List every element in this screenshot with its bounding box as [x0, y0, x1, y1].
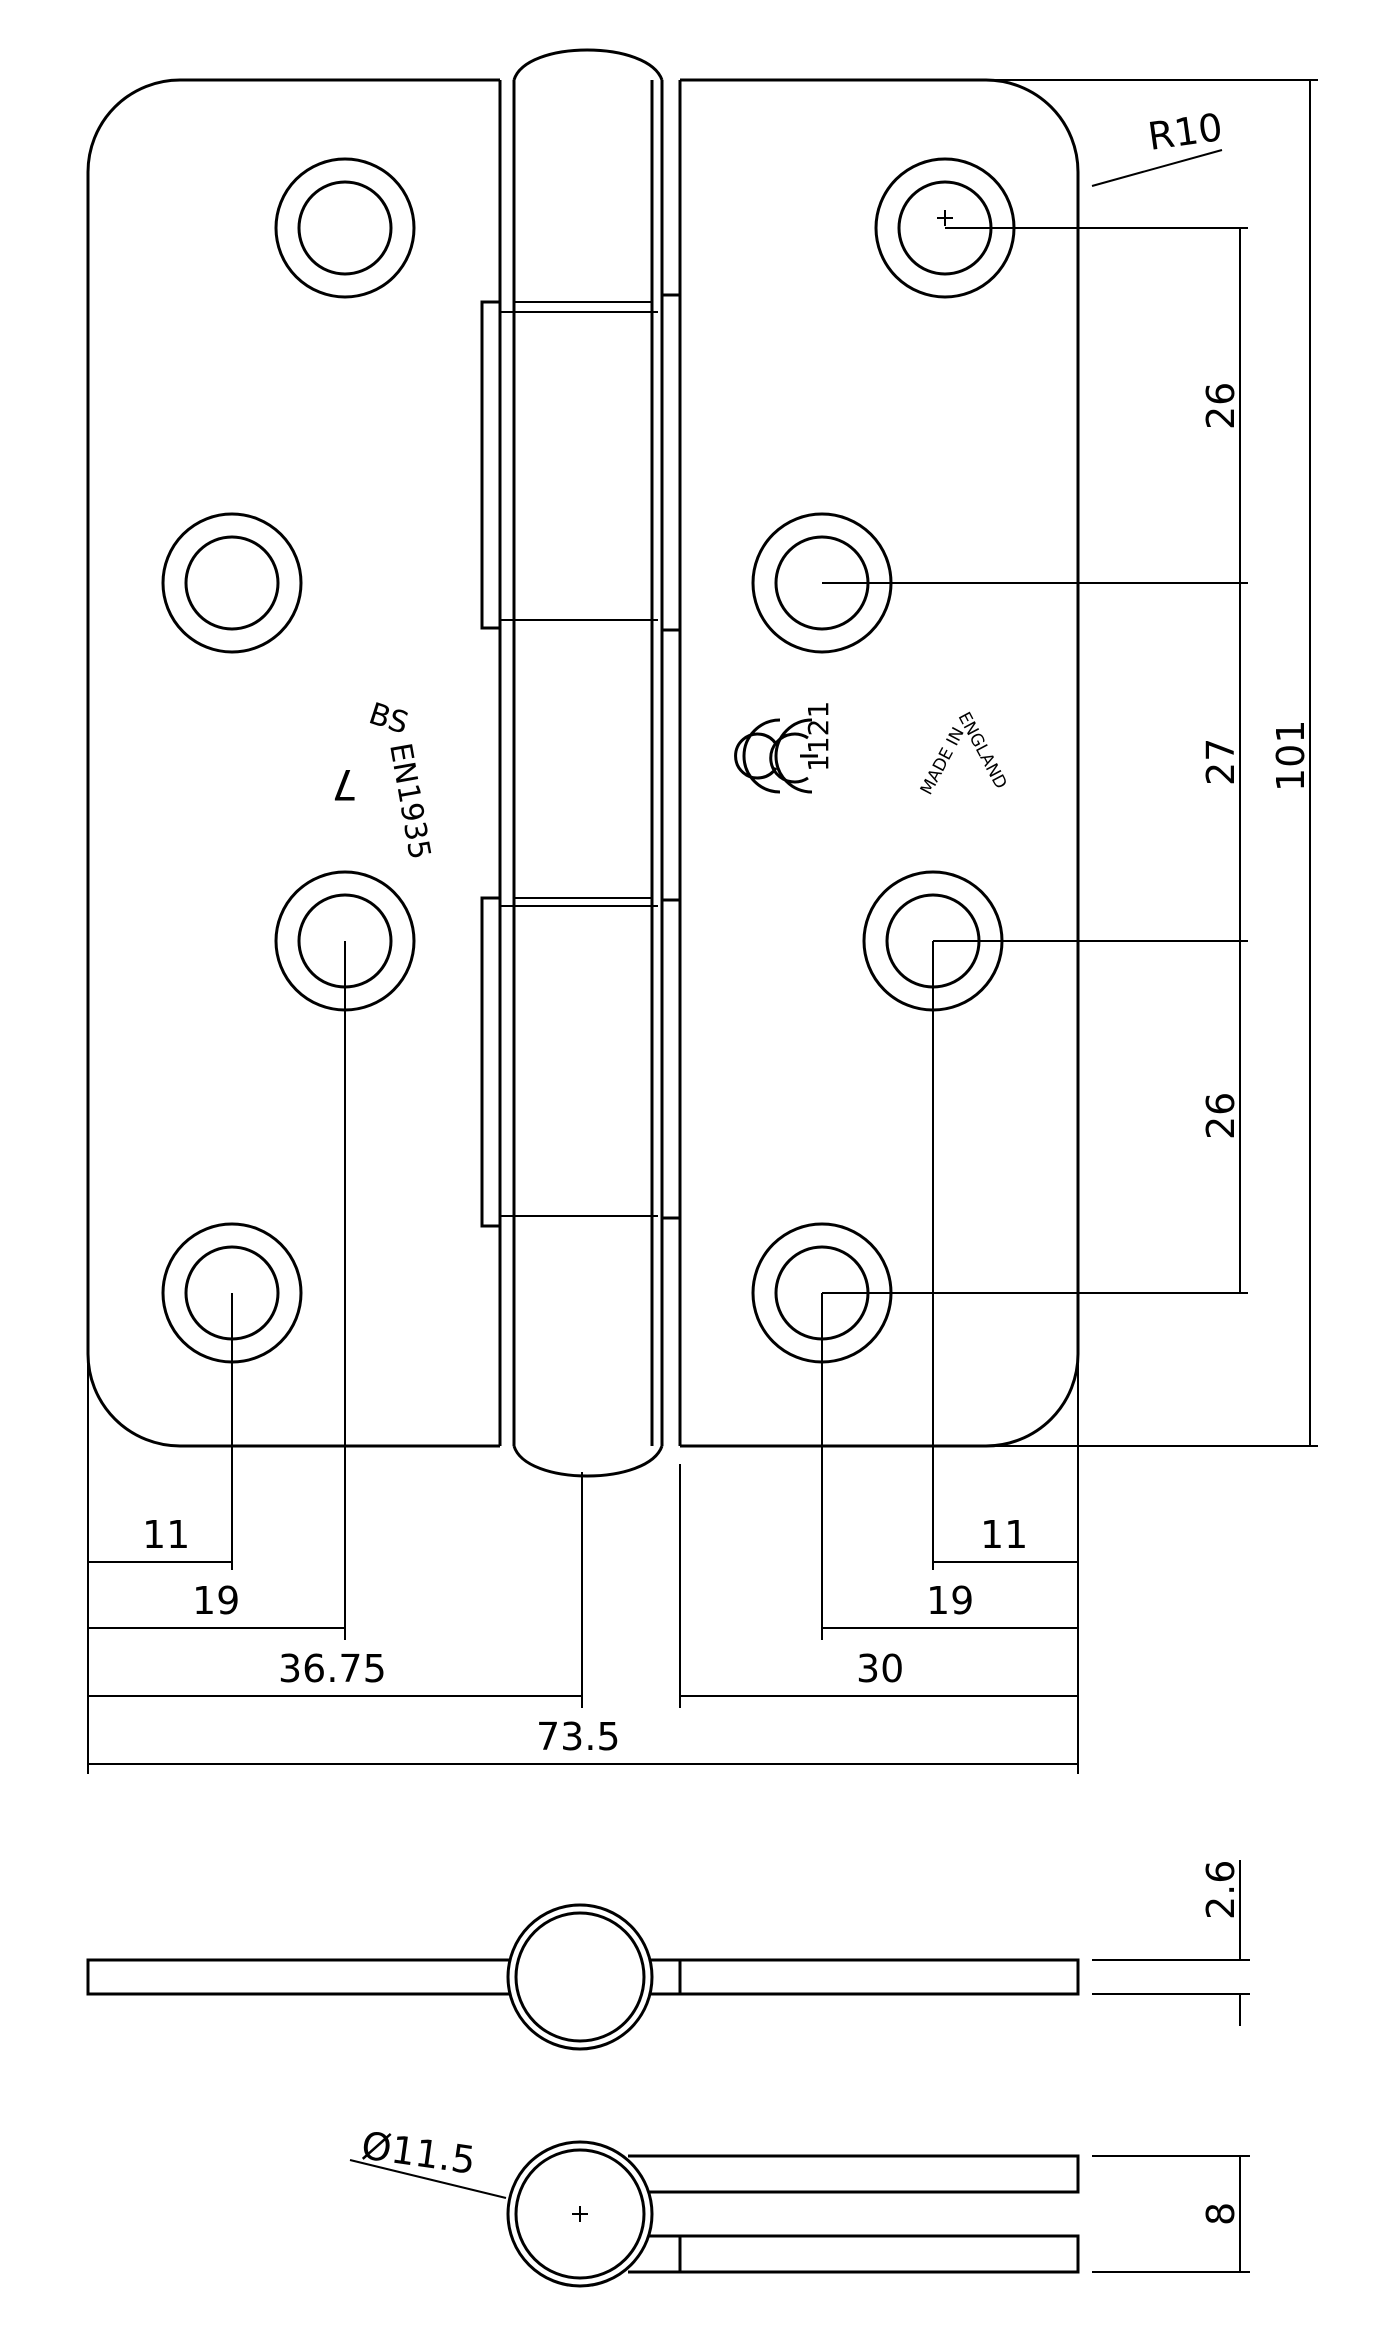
hole-left-2	[161, 512, 303, 654]
standard-stamp: BS EN1935 7	[331, 696, 437, 862]
dim-right-leaf-width: 30	[856, 1647, 904, 1691]
dim-left-outer-holes: 11	[142, 1513, 190, 1557]
dim-right-inner-holes: 19	[926, 1579, 974, 1623]
open-side-view: 2.6	[86, 1860, 1250, 2051]
dim-left-inner-holes: 19	[192, 1579, 240, 1623]
knuckle-column	[480, 48, 682, 1478]
ce-mark-icon	[734, 718, 809, 794]
origin-stamp: MADE IN ENGLAND	[917, 709, 1011, 798]
dim-hole-pitch-middle: 27	[1199, 738, 1243, 786]
stamp-england: ENGLAND	[954, 709, 1011, 793]
knuckle-4-outline	[480, 896, 500, 1228]
stamp-notified-body: 1121	[802, 701, 835, 772]
dim-knuckle-diameter: Ø11.5	[359, 2123, 479, 2183]
dim-closed-thickness: 8	[1199, 2202, 1243, 2226]
stamp-en1935: EN1935	[382, 740, 437, 862]
front-view-dimensions: R10 26 27 26 101 11 19 36.75 11	[87, 79, 1318, 1774]
ce-stamp: 1121	[734, 701, 835, 794]
top-pin-dome	[512, 48, 664, 81]
dim-hole-pitch-top: 26	[1199, 382, 1243, 430]
dim-corner-radius: R10	[1145, 105, 1225, 159]
dim-leaf-thickness: 2.6	[1199, 1860, 1243, 1920]
dim-overall-width: 73.5	[536, 1715, 621, 1759]
bottom-pin-dome	[512, 1445, 664, 1478]
dim-right-outer-holes: 11	[980, 1513, 1028, 1557]
dim-overall-height: 101	[1269, 719, 1313, 792]
front-view: BS EN1935 7 1121 MADE IN ENGLAND	[86, 48, 1080, 1478]
left-leaf-outline	[86, 78, 500, 1448]
dim-left-knuckle-center: 36.75	[278, 1647, 387, 1691]
right-leaf-outline	[680, 78, 1080, 1448]
stamp-grade: 7	[331, 760, 358, 809]
screw-holes	[161, 157, 1016, 1364]
stamp-bs: BS	[365, 696, 413, 741]
stamp-made-in: MADE IN	[917, 724, 969, 798]
knuckle-2-outline	[480, 300, 500, 630]
hole-left-1	[274, 157, 416, 299]
closed-side-view: Ø11.5 8	[349, 2123, 1250, 2288]
dim-hole-pitch-bottom: 26	[1199, 1092, 1243, 1140]
